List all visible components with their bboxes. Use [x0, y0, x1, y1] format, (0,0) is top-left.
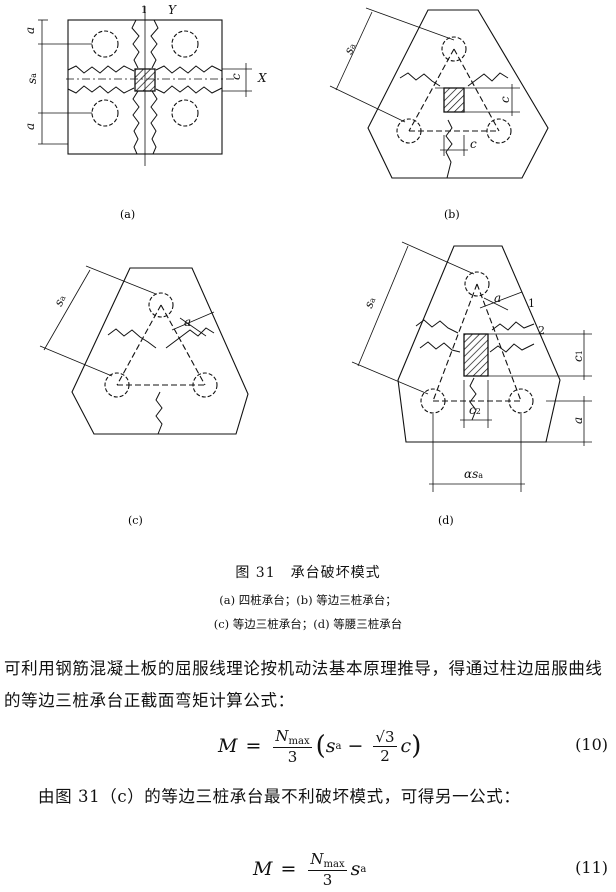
dim-label-a: a: [23, 123, 37, 130]
dim-label-a: a: [494, 291, 501, 305]
axis-label-x: X: [257, 71, 267, 85]
yield-line: [415, 319, 459, 334]
yield-line: [155, 85, 223, 94]
yield-line: [132, 90, 140, 155]
pile: [148, 292, 174, 318]
yield-line: [399, 72, 441, 87]
yield-line: [419, 341, 461, 353]
panel-b: [329, 7, 549, 179]
panel-d: [351, 241, 592, 492]
eq-sign: =: [245, 735, 262, 757]
pile: [91, 30, 119, 58]
figure-subcaption: (c) 等边三桩承台；(d) 等腰三桩承台: [213, 617, 403, 631]
line-label-1: 1: [528, 297, 535, 310]
panel-label-d: (d): [438, 514, 454, 527]
yield-line: [67, 65, 135, 74]
figure-31: a sa a c X Y 1 (a) sa c c (b): [23, 3, 592, 527]
dim-label-a: a: [571, 417, 585, 424]
panel-c: [39, 265, 249, 435]
axis-label-y: Y: [168, 3, 177, 17]
eq-lhs: M: [253, 858, 273, 880]
equation-number: (11): [575, 858, 608, 877]
dim-label-sa: sa: [51, 292, 68, 308]
column: [443, 87, 465, 113]
figure-title: 图 31 承台破坏模式: [235, 565, 381, 581]
dim-label-a: a: [23, 27, 37, 34]
yield-line: [445, 119, 453, 179]
eq-lhs: M: [218, 735, 238, 757]
yield-line: [107, 328, 157, 349]
yield-line: [469, 377, 477, 421]
yield-line: [150, 19, 159, 69]
dim-label-sa: sa: [25, 73, 39, 84]
yield-line: [489, 343, 535, 353]
yield-line: [491, 321, 535, 331]
dim-label-c2: c2: [469, 403, 481, 417]
column: [463, 333, 489, 377]
dim-label-sa: sa: [361, 295, 378, 311]
eq-sign: =: [280, 858, 297, 880]
panel-label-b: (b): [444, 208, 460, 221]
paragraph: 可利用钢筋混凝土板的屈服线理论按机动法基本原理推导，得通过柱边屈服曲线的等边三桩…: [4, 659, 603, 710]
panel-label-a: (a): [120, 208, 135, 221]
dim-label-sa: sa: [341, 40, 358, 56]
yield-line: [165, 327, 215, 349]
pile: [91, 99, 119, 127]
pile: [171, 99, 199, 127]
dim-label-alpha-sa: αsa: [464, 467, 483, 481]
yield-line: [155, 391, 163, 435]
eq-s: s: [350, 858, 361, 880]
dim-label-c1: c1: [571, 350, 585, 362]
pile: [508, 388, 534, 414]
yield-line: [131, 19, 140, 69]
pile: [441, 36, 467, 62]
column: [134, 68, 156, 92]
eq-fraction: Nmax 3: [308, 849, 347, 889]
dim-label-a: a: [184, 315, 191, 329]
cap-outline: [367, 9, 549, 179]
yield-line: [67, 85, 135, 94]
pile: [171, 30, 199, 58]
panel-label-c: (c): [128, 514, 143, 527]
dim-label-c: c: [498, 96, 512, 103]
yield-line: [467, 72, 509, 87]
yield-line: [155, 65, 223, 74]
figure-subcaption: (a) 四桩承台；(b) 等边三桩承台；: [219, 593, 397, 607]
eq-s: s: [325, 735, 336, 757]
pile: [464, 271, 490, 297]
dim-label-c: c: [229, 73, 243, 80]
cap-outline: [71, 267, 249, 435]
line-label-1: 1: [141, 5, 147, 16]
dim-label-c: c: [470, 137, 477, 151]
eq-fraction: Nmax 3: [273, 726, 312, 766]
line-label-2: 2: [538, 324, 545, 337]
eq-fraction: √3 2: [373, 727, 397, 765]
panel-a: [38, 6, 252, 166]
equation-number: (10): [575, 735, 608, 754]
paragraph: 由图 31（c）的等边三桩承台最不利破坏模式，可得另一公式：: [38, 787, 521, 806]
yield-line: [150, 90, 158, 155]
